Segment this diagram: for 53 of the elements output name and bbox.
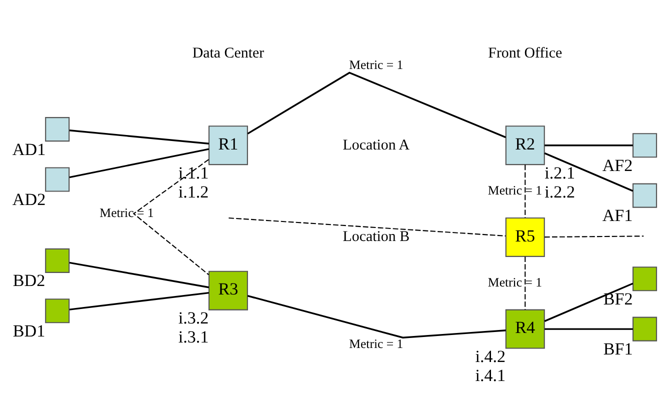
connector (247, 294, 506, 338)
edge-label: Metric = 1 (349, 58, 404, 72)
node-label: i.3.2 (178, 308, 209, 327)
node-label: BD2 (12, 270, 46, 290)
node-box: R4 (505, 308, 545, 348)
node-box (45, 166, 70, 192)
node-label: i.2.1 (544, 162, 576, 182)
connector (69, 129, 209, 144)
connector (544, 144, 633, 146)
connector (544, 152, 634, 192)
node-label: AD1 (12, 139, 46, 158)
node-label: i.1.2 (178, 182, 209, 201)
node-box (632, 132, 658, 158)
edge-label: Metric = 1 (349, 336, 404, 350)
label: Location A (342, 136, 410, 153)
node-label: BF2 (603, 288, 633, 308)
label: Location B (342, 228, 410, 245)
node-box (632, 316, 658, 341)
node-label: i.4.1 (475, 366, 506, 385)
connector (524, 164, 526, 218)
connector (69, 148, 210, 178)
label: Data Center (192, 44, 264, 61)
node-box: R3 (208, 270, 248, 310)
connector (544, 235, 644, 238)
connector (69, 261, 210, 288)
connector (133, 158, 209, 275)
connector (69, 291, 209, 310)
node-label: BF1 (603, 338, 633, 358)
connector (544, 282, 634, 322)
node-label: BD1 (12, 320, 46, 340)
node-box (632, 182, 658, 208)
connector (228, 216, 506, 236)
node-label: i.4.2 (475, 346, 506, 366)
edge-label: Metric = 1 (100, 206, 154, 220)
node-box (45, 116, 70, 142)
node-box (45, 248, 70, 272)
node-label: i.2.2 (544, 182, 576, 201)
node-box: R1 (208, 125, 248, 165)
node-label: AF1 (602, 205, 633, 224)
node-box: R5 (505, 216, 545, 256)
node-box: R2 (505, 125, 545, 165)
connector (544, 328, 633, 330)
node-box (632, 266, 658, 291)
edge-label: Metric = 1 (488, 274, 542, 289)
node-label: AD2 (12, 189, 46, 208)
node-label: AF2 (602, 155, 633, 174)
edge-label: Metric = 1 (488, 183, 542, 198)
node-box (45, 298, 70, 323)
connector (247, 71, 506, 138)
node-label: i.1.1 (178, 162, 209, 182)
label: Front Office (488, 44, 562, 61)
connector (524, 256, 526, 310)
node-label: i.3.1 (178, 327, 209, 346)
